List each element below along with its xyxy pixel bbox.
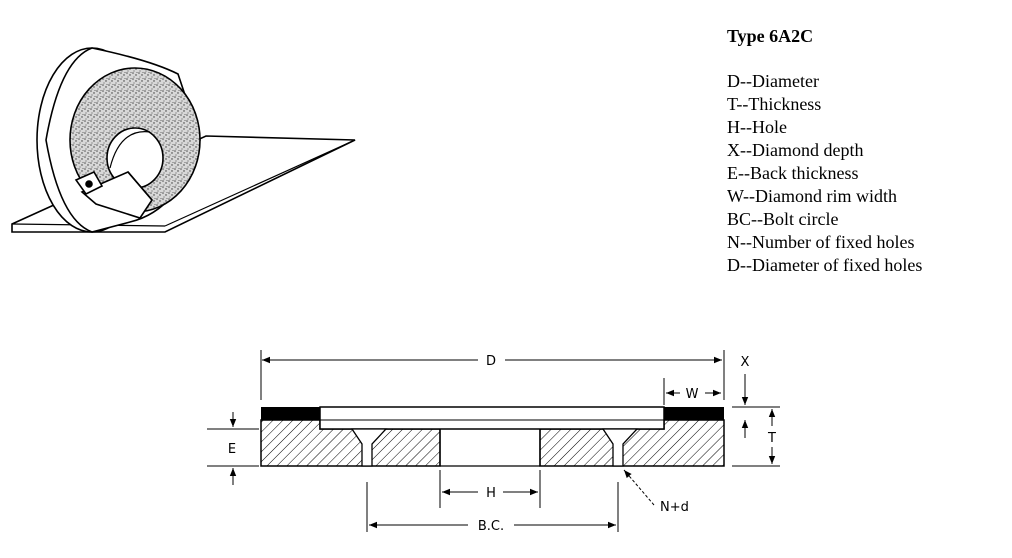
tool-bar xyxy=(80,171,154,219)
label-nd: N+d xyxy=(660,500,689,515)
legend-title: Type 6A2C xyxy=(727,26,814,46)
label-h: H xyxy=(486,486,496,501)
legend-item: BC--Bolt circle xyxy=(727,209,839,229)
legend-item: N--Number of fixed holes xyxy=(727,232,915,252)
left-fixed-hole xyxy=(350,428,388,467)
legend-item: X--Diamond depth xyxy=(727,140,864,160)
label-w: W xyxy=(686,387,699,402)
legend-panel: Type 6A2C D--Diameter T--Thickness H--Ho… xyxy=(727,26,1007,277)
legend-list: D--Diameter T--Thickness H--Hole X--Diam… xyxy=(727,70,1007,277)
legend-item: T--Thickness xyxy=(727,94,822,114)
wheel-illustration xyxy=(11,47,356,233)
label-d: D xyxy=(486,354,496,369)
right-diamond-rim xyxy=(664,407,724,420)
wheel-cross-section xyxy=(260,406,725,467)
label-x: X xyxy=(741,355,750,370)
label-e: E xyxy=(228,442,236,457)
legend-item: H--Hole xyxy=(727,117,787,137)
legend-item: D--Diameter xyxy=(727,71,819,91)
top-band xyxy=(319,406,665,430)
legend-item: D--Diameter of fixed holes xyxy=(727,255,923,275)
legend-item: E--Back thickness xyxy=(727,163,859,183)
dimension-lines xyxy=(207,350,780,532)
label-bc: B.C. xyxy=(478,519,504,534)
label-t: T xyxy=(767,431,776,446)
legend-item: W--Diamond rim width xyxy=(727,186,897,206)
left-diamond-rim xyxy=(261,407,320,420)
nd-leader xyxy=(623,469,655,506)
right-fixed-hole xyxy=(601,428,639,467)
